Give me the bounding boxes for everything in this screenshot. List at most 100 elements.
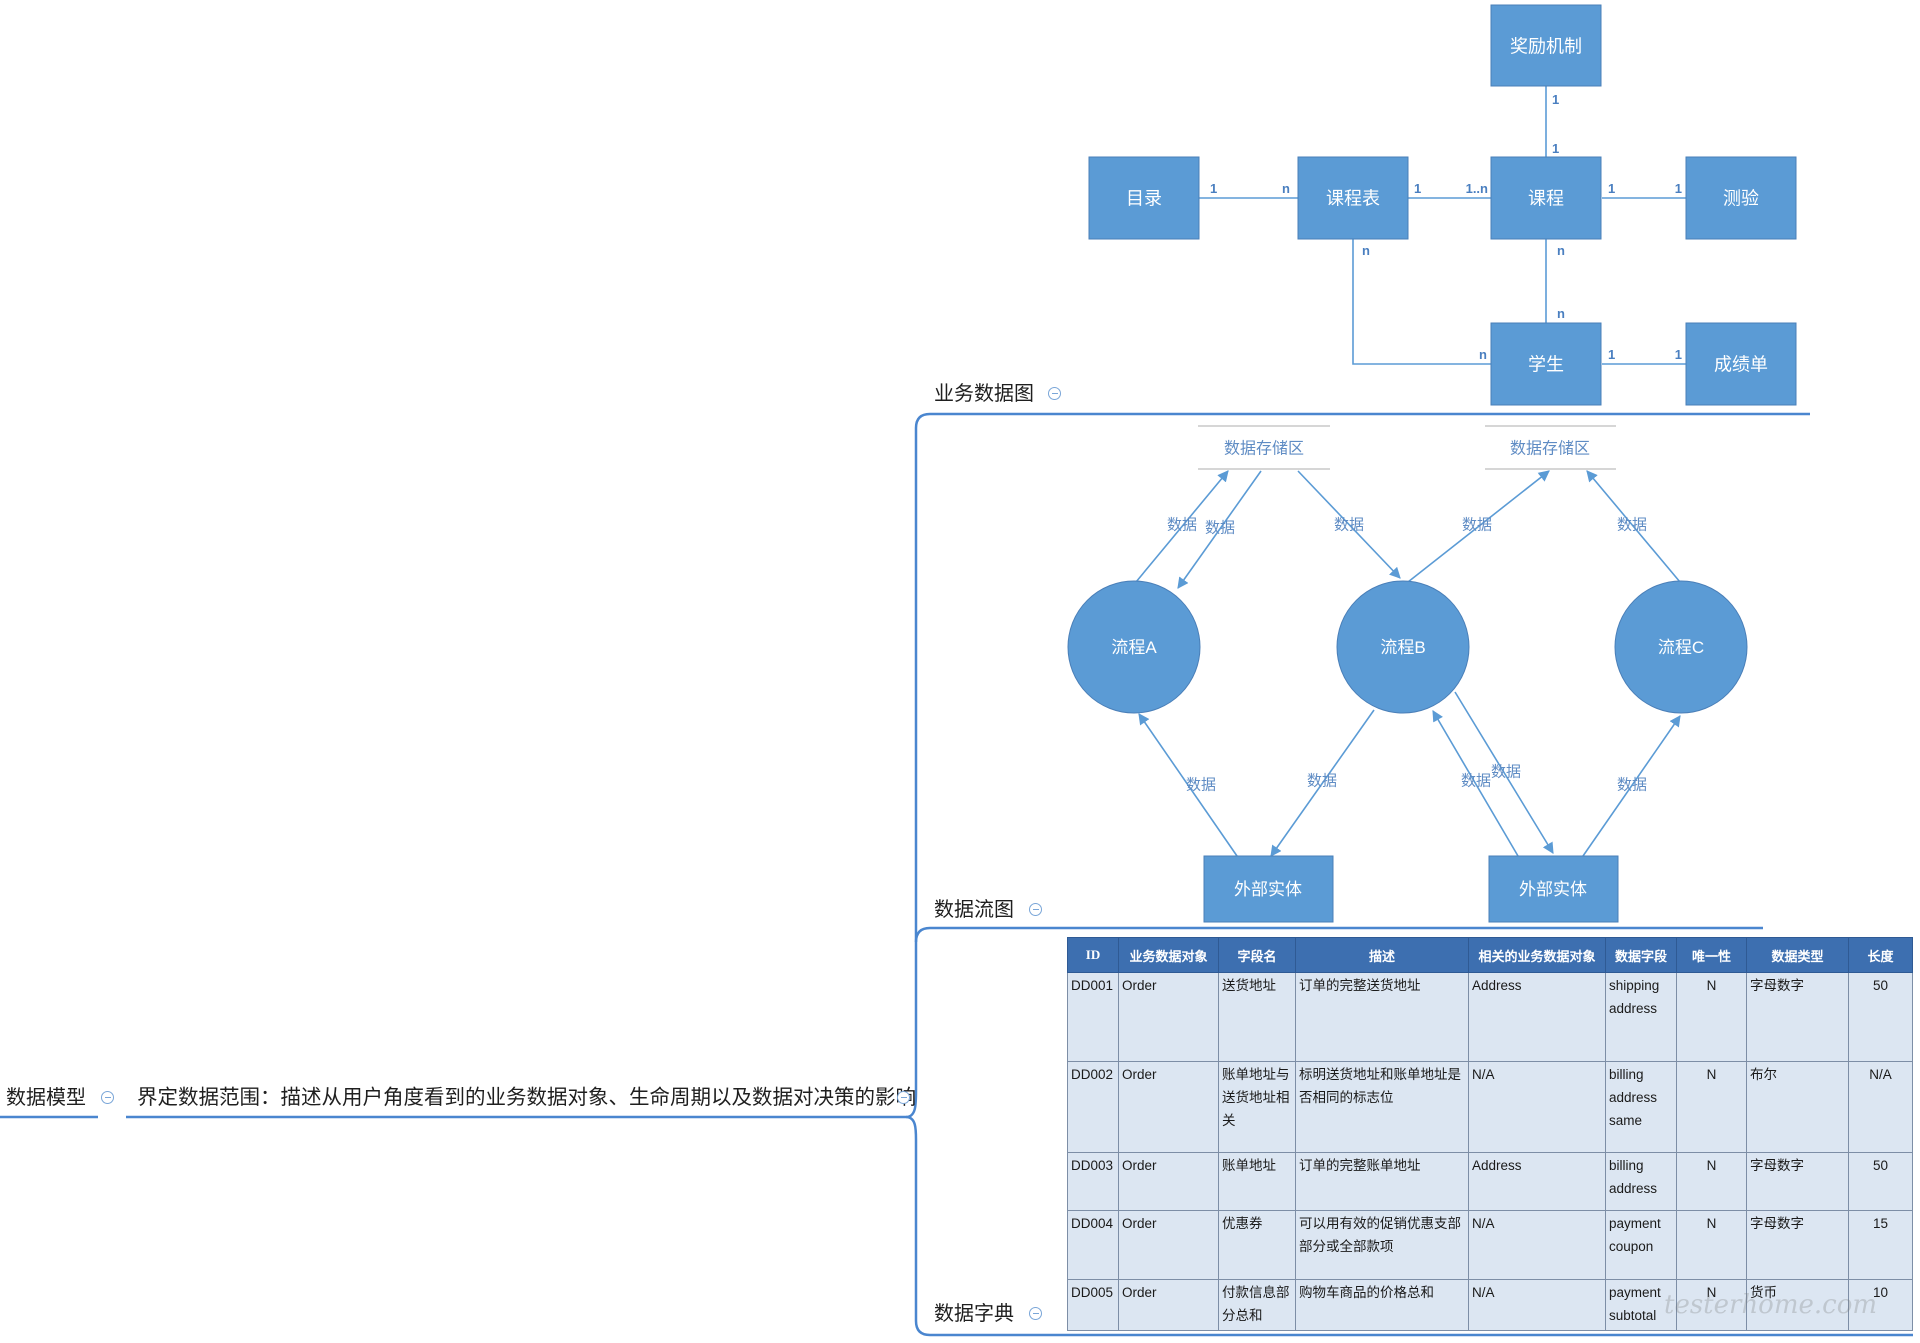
branch-topic-data-flow-diagram[interactable]: 数据流图 <box>934 899 1014 921</box>
entity-label-transcript: 成绩单 <box>1714 354 1768 374</box>
cell-data-type: 布尔 <box>1746 1061 1849 1153</box>
cardinality-label: 1 <box>1552 141 1559 156</box>
entity-box-catalog <box>1088 156 1200 240</box>
cell-related-object: Address <box>1468 1152 1606 1211</box>
data-store-label: 数据存储区 <box>1510 440 1590 458</box>
cell-business-object: Order <box>1118 972 1219 1062</box>
cell-id: DD005 <box>1067 1279 1119 1331</box>
entity-label-student: 学生 <box>1528 354 1564 374</box>
business-data-diagram: 1 1 1 n 1 1..n 1 1 n n n n 1 1 奖励机制 目录 课… <box>1088 4 1797 406</box>
process-label-a: 流程A <box>1111 638 1157 657</box>
cell-data-field: payment subtotal <box>1605 1279 1677 1331</box>
scope-topic[interactable]: 界定数据范围：描述从用户角度看到的业务数据对象、生命周期以及数据对决策的影响 <box>137 1086 916 1109</box>
relation-line-schedule-student <box>1352 239 1491 365</box>
cell-data-field: payment coupon <box>1605 1210 1677 1280</box>
collapse-minus-icon[interactable] <box>1029 903 1042 916</box>
collapse-minus-icon[interactable] <box>1048 387 1061 400</box>
entity-box-course <box>1490 156 1602 240</box>
external-entity-label: 外部实体 <box>1234 880 1302 899</box>
flow-arrow <box>1454 691 1554 854</box>
cell-data-field: shipping address <box>1605 972 1677 1062</box>
column-header-id: ID <box>1067 937 1119 973</box>
cell-uniqueness: N <box>1676 972 1747 1062</box>
collapse-minus-icon[interactable] <box>897 1091 910 1104</box>
external-entity-box <box>1203 855 1334 923</box>
entity-box-transcript <box>1685 322 1797 406</box>
root-topic[interactable]: 数据模型 <box>6 1087 86 1109</box>
cardinality-label: n <box>1282 181 1290 196</box>
cell-field-name: 账单地址与送货地址相关 <box>1218 1061 1296 1153</box>
flow-label: 数据 <box>1167 516 1197 533</box>
column-header-length: 长度 <box>1848 937 1913 973</box>
cell-length: 50 <box>1848 1152 1913 1211</box>
cell-data-field: billing address same <box>1605 1061 1677 1153</box>
entity-label-quiz: 测验 <box>1723 188 1759 208</box>
cell-field-name: 优惠券 <box>1218 1210 1296 1280</box>
column-header-data-type: 数据类型 <box>1746 937 1849 973</box>
cell-length: N/A <box>1848 1061 1913 1153</box>
column-header-field-name: 字段名 <box>1218 937 1296 973</box>
cardinality-label: 1 <box>1675 181 1682 196</box>
entity-box-reward <box>1490 4 1602 87</box>
cell-data-type: 字母数字 <box>1746 972 1849 1062</box>
cell-id: DD001 <box>1067 972 1119 1062</box>
flow-label: 数据 <box>1461 772 1491 789</box>
external-entity-box <box>1488 855 1619 923</box>
flow-label: 数据 <box>1617 776 1647 793</box>
cell-length: 10 <box>1848 1279 1913 1331</box>
cardinality-label: 1 <box>1552 92 1559 107</box>
collapse-minus-icon[interactable] <box>1029 1307 1042 1320</box>
cell-data-type: 货币 <box>1746 1279 1849 1331</box>
cell-id: DD002 <box>1067 1061 1119 1153</box>
cell-data-type: 字母数字 <box>1746 1210 1849 1280</box>
cell-data-field: billing address <box>1605 1152 1677 1211</box>
cell-id: DD003 <box>1067 1152 1119 1211</box>
flow-label: 数据 <box>1462 516 1492 533</box>
entity-box-student <box>1490 322 1602 406</box>
external-entity-label: 外部实体 <box>1519 880 1587 899</box>
cell-uniqueness: N <box>1676 1279 1747 1331</box>
process-label-c: 流程C <box>1658 638 1704 657</box>
entity-label-schedule: 课程表 <box>1326 188 1380 208</box>
flow-arrow <box>1138 713 1238 857</box>
collapse-minus-icon[interactable] <box>101 1091 114 1104</box>
entity-label-course: 课程 <box>1528 188 1564 208</box>
entity-label-reward: 奖励机制 <box>1510 36 1582 56</box>
column-header-business-object: 业务数据对象 <box>1118 937 1219 973</box>
cell-length: 50 <box>1848 972 1913 1062</box>
mindmap-connectors <box>0 412 1913 1337</box>
column-header-description: 描述 <box>1295 937 1469 973</box>
branch-topic-data-dictionary[interactable]: 数据字典 <box>934 1303 1014 1325</box>
cell-id: DD004 <box>1067 1210 1119 1280</box>
flow-label: 数据 <box>1334 516 1364 533</box>
cell-uniqueness: N <box>1676 1152 1747 1211</box>
flow-arrow <box>1135 470 1229 583</box>
cardinality-label: n <box>1557 243 1565 258</box>
column-header-related-object: 相关的业务数据对象 <box>1468 937 1606 973</box>
cell-data-type: 字母数字 <box>1746 1152 1849 1211</box>
cell-description: 购物车商品的价格总和 <box>1295 1279 1469 1331</box>
column-header-uniqueness: 唯一性 <box>1676 937 1747 973</box>
flow-arrow <box>1177 470 1262 589</box>
cell-length: 15 <box>1848 1210 1913 1280</box>
flow-label: 数据 <box>1491 763 1521 780</box>
flow-arrow <box>1407 470 1550 583</box>
flow-arrow <box>1297 470 1401 579</box>
cell-business-object: Order <box>1118 1210 1219 1280</box>
cardinality-label: 1..n <box>1466 181 1488 196</box>
cell-related-object: N/A <box>1468 1061 1606 1153</box>
cell-related-object: N/A <box>1468 1210 1606 1280</box>
cardinality-label: 1 <box>1608 347 1615 362</box>
cell-business-object: Order <box>1118 1061 1219 1153</box>
cardinality-label: n <box>1479 347 1487 362</box>
cell-description: 可以用有效的促销优惠支部部分或全部款项 <box>1295 1210 1469 1280</box>
branch-topic-business-data-diagram[interactable]: 业务数据图 <box>934 383 1034 405</box>
process-label-b: 流程B <box>1380 638 1425 657</box>
